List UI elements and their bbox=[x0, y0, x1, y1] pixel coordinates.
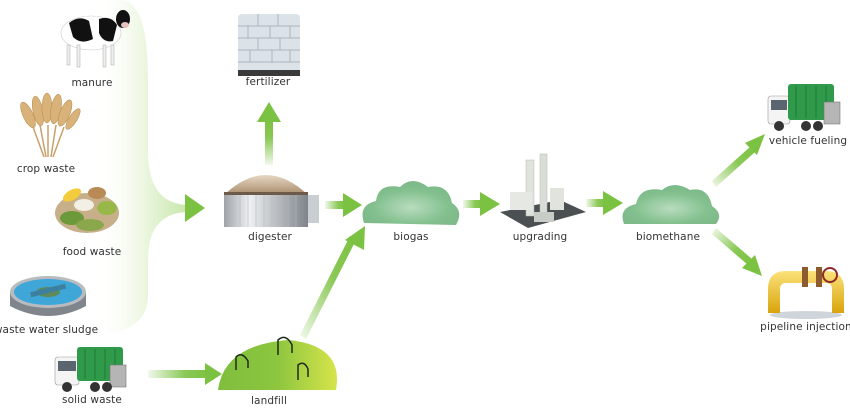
arrow-upgrading-to-biomethane bbox=[586, 191, 623, 215]
label-landfill: landfill bbox=[251, 395, 287, 407]
arrow-landfill-to-biogas bbox=[300, 226, 365, 339]
gas-cloud-icon bbox=[622, 185, 720, 224]
label-crop-waste: crop waste bbox=[16, 163, 76, 175]
arrow-biomethane-to-pipeline bbox=[712, 228, 762, 276]
arrow-digester-to-fertilizer bbox=[257, 102, 281, 165]
input-collector-band bbox=[95, 0, 190, 333]
landfill-mound-icon bbox=[218, 336, 337, 390]
pipeline-icon bbox=[768, 267, 844, 319]
label-biomethane: biomethane bbox=[635, 231, 701, 243]
label-waste-water-sludge: waste water sludge bbox=[0, 324, 99, 336]
garbage-truck-icon bbox=[54, 347, 127, 392]
upgrading-plant-icon bbox=[500, 153, 586, 228]
label-digester: digester bbox=[248, 231, 292, 243]
fertilizer-bags-icon bbox=[238, 14, 300, 76]
label-biogas: biogas bbox=[393, 231, 429, 243]
label-pipeline-injection: pipeline injection bbox=[760, 321, 850, 333]
label-upgrading: upgrading bbox=[512, 231, 568, 243]
clarifier-tank-icon bbox=[10, 276, 86, 316]
garbage-truck-icon bbox=[767, 84, 841, 131]
arrow-digester-to-biogas bbox=[325, 193, 362, 217]
label-fertilizer: fertilizer bbox=[245, 76, 291, 88]
label-food-waste: food waste bbox=[62, 246, 122, 258]
food-scraps-icon bbox=[55, 187, 119, 233]
gas-cloud-icon bbox=[362, 181, 460, 225]
arrow-biomethane-to-vehicle-fueling bbox=[712, 134, 765, 187]
label-vehicle-fueling: vehicle fueling bbox=[768, 135, 848, 147]
label-solid-waste: solid waste bbox=[62, 394, 122, 406]
arrow-biogas-to-upgrading bbox=[463, 192, 500, 216]
cow-icon bbox=[60, 10, 130, 68]
arrow-solid-waste-to-landfill bbox=[148, 363, 222, 385]
arrow-inputs-to-digester bbox=[185, 194, 205, 222]
label-manure: manure bbox=[71, 77, 113, 89]
digester-tank-icon bbox=[224, 175, 319, 227]
wheat-icon bbox=[20, 92, 81, 158]
